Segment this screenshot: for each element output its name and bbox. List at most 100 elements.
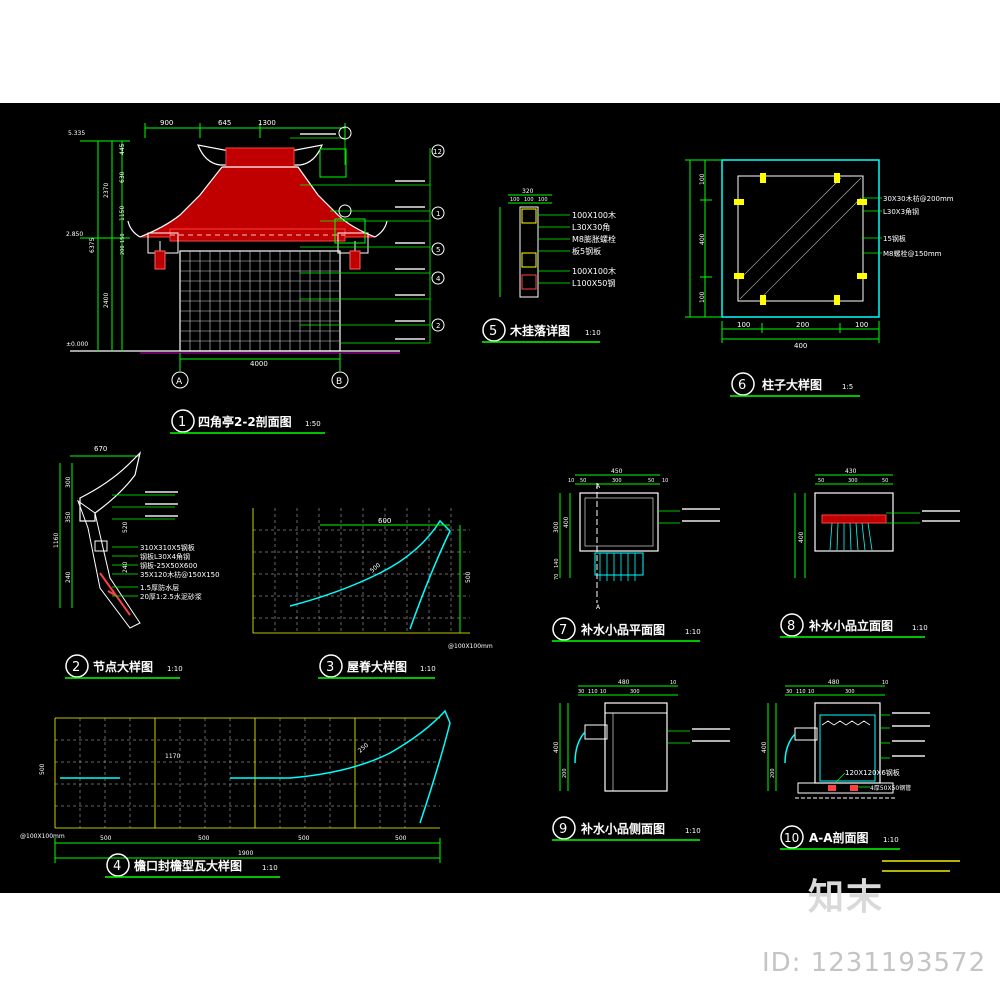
title-10-scale: 1:10 — [883, 836, 899, 844]
d6-note-0: 30X30木枋@200mm — [883, 194, 954, 203]
d6-note-3: M8螺栓@150mm — [883, 249, 942, 258]
title-10: 10 A-A剖面图 1:10 — [780, 825, 900, 850]
d1-dim-top-0: 900 — [160, 119, 173, 127]
d1-level-2: ±0.000 — [66, 341, 88, 348]
d1-ref-4: 2 — [436, 322, 440, 330]
d3-note: @100X100mm — [448, 643, 493, 650]
d10-dim-6: 400 — [761, 741, 768, 753]
d4-dim-3: 500 — [395, 835, 407, 842]
d1-v-7: 200 — [120, 245, 126, 255]
d2-note-3: 35X120木枋@150X150 — [140, 570, 220, 579]
d5-note-4: 100X100木 — [572, 266, 616, 276]
d5-dim-1: 100 — [510, 197, 520, 203]
title-3-scale: 1:10 — [420, 665, 436, 673]
d7-dim-7: 300 — [553, 521, 560, 533]
d4-dim-7: 250 — [357, 742, 370, 755]
d7-dim-9: 70 — [554, 574, 560, 580]
drawing-3-ridge-detail: 600 500 500 @100X100mm — [252, 508, 493, 650]
d2-v-5: 520 — [122, 521, 129, 533]
drawing-5-wood-hanging-detail: 320 100 100 100 100X100木 L30X30角 M8膨胀螺栓 … — [499, 188, 616, 298]
title-2: 2 节点大样图 1:10 — [65, 654, 183, 679]
drawing-8-water-elevation: 430 50 300 50 400 — [794, 468, 960, 578]
d6-note-1: L30X3角钢 — [883, 207, 919, 216]
title-3-text: 屋脊大样图 — [347, 659, 407, 674]
title-2-scale: 1:10 — [167, 665, 183, 673]
d5-dim-2: 100 — [524, 197, 534, 203]
title-8-scale: 1:10 — [912, 624, 928, 632]
d2-v-0: 300 — [65, 476, 72, 488]
d8-dim-0: 430 — [845, 468, 857, 475]
title-3-num: 3 — [326, 660, 334, 675]
watermark-id: ID: 1231193572 — [762, 948, 987, 978]
title-5-num: 5 — [489, 324, 497, 339]
d1-ref-0: 12 — [433, 148, 442, 156]
title-2-num: 2 — [72, 660, 80, 675]
d2-note-5: 20厚1:2.5水泥砂浆 — [140, 592, 202, 601]
title-7-scale: 1:10 — [685, 628, 701, 636]
d7-dim-2: 300 — [612, 478, 622, 484]
d5-note-1: L30X30角 — [572, 222, 610, 232]
title-10-text: A-A剖面图 — [809, 830, 869, 845]
d1-dim-top-1: 645 — [218, 119, 231, 127]
d9-dim-3: 10 — [600, 689, 606, 695]
d1-ref-3: 4 — [436, 275, 441, 283]
drawing-7-water-plan: 450 50 300 50 10 10 A A 400 300 140 70 — [553, 468, 720, 611]
d1-axis-b: B — [336, 377, 342, 387]
d2-top: 670 — [94, 445, 107, 453]
d7-mark-bottom: A — [596, 604, 601, 611]
d10-dim-5: 10 — [882, 680, 888, 686]
d10-note-1: 4厚50X50钢管 — [870, 784, 911, 792]
d1-dim-top-2: 1300 — [258, 119, 276, 127]
d7-dim-8: 140 — [554, 558, 560, 568]
d7-dim-3: 50 — [648, 478, 654, 484]
d10-note-0: 120X120X6钢板 — [845, 768, 900, 777]
d4-dim-1: 500 — [198, 835, 210, 842]
title-9-num: 9 — [559, 822, 567, 837]
d6-note-2: 15钢板 — [883, 234, 906, 243]
d1-ref-1: 1 — [436, 210, 440, 218]
d10-dim-1: 30 — [786, 689, 792, 695]
title-10-num: 10 — [784, 831, 799, 845]
d9-dim-4: 300 — [630, 689, 640, 695]
d7-dim-4: 10 — [568, 478, 574, 484]
title-8-num: 8 — [787, 619, 795, 634]
d6-v-0: 100 — [699, 173, 706, 185]
bottom-note — [882, 860, 960, 872]
d6-v-1: 400 — [699, 233, 706, 245]
d6-v-2: 100 — [699, 291, 706, 303]
d2-v-1: 240 — [65, 571, 72, 583]
d1-v-4: 2400 — [103, 293, 110, 308]
title-7-text: 补水小品平面图 — [580, 622, 665, 637]
d2-note-1: 钢板L30X4角钢 — [140, 552, 190, 561]
d2-note-4: 1.5厚防水层 — [140, 583, 179, 592]
d1-v-6: 150 — [120, 233, 126, 243]
d7-dim-1: 50 — [580, 478, 586, 484]
drawing-9-water-side: 480 30 110 10 300 10 400 200 — [553, 679, 730, 792]
title-6: 6 柱子大样图 1:5 — [730, 372, 860, 397]
d1-level-0: 5.335 — [68, 130, 85, 137]
title-9-scale: 1:10 — [685, 827, 701, 835]
title-8: 8 补水小品立面图 1:10 — [780, 613, 928, 638]
d6-h-1: 200 — [796, 321, 809, 329]
cad-drawing-sheet: 900 645 1300 — [0, 103, 1000, 893]
title-5-scale: 1:10 — [585, 329, 601, 337]
drawing-1-pavilion-section: 900 645 1300 — [66, 119, 445, 389]
d7-dim-6: 400 — [563, 516, 570, 528]
d2-note-0: 310X310X5钢板 — [140, 543, 195, 552]
d4-dim-6: 500 — [39, 763, 46, 775]
d4-dim-0: 500 — [100, 835, 112, 842]
d7-dim-0: 450 — [611, 468, 623, 475]
d10-dim-0: 480 — [828, 679, 840, 686]
title-9-text: 补水小品侧面图 — [580, 821, 665, 836]
d5-note-3: 板5钢板 — [572, 246, 601, 256]
title-4-text: 檐口封檐型瓦大样图 — [134, 858, 242, 873]
d1-v-1: 630 — [119, 171, 126, 183]
drawing-6-column-detail: 100 200 100 400 100 400 100 30X30木枋@200m… — [685, 159, 954, 350]
d1-axis-a: A — [176, 377, 183, 387]
d3-dim-0: 600 — [378, 517, 391, 525]
title-4-num: 4 — [113, 859, 121, 874]
d7-mark-top: A — [596, 483, 601, 490]
title-4: 4 檐口封檐型瓦大样图 1:10 — [105, 853, 280, 878]
d6-width: 400 — [794, 342, 807, 350]
title-9: 9 补水小品侧面图 1:10 — [552, 816, 701, 841]
